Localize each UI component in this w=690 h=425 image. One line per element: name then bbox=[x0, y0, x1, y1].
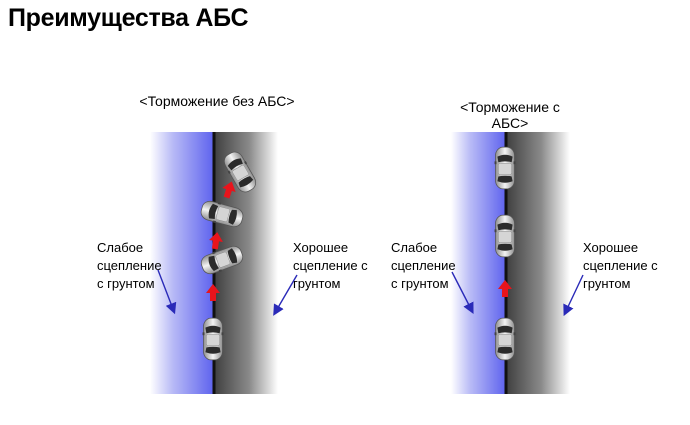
page-title: Преимущества АБС bbox=[8, 4, 249, 32]
road-divider bbox=[504, 132, 508, 394]
high-grip-label: Хорошее сцепление с грунтом bbox=[293, 240, 368, 291]
high-grip-label: Хорошее сцепление с грунтом bbox=[583, 240, 658, 291]
motion-arrow bbox=[498, 280, 512, 297]
low-grip-surface bbox=[451, 132, 506, 394]
high-grip-surface bbox=[214, 132, 278, 394]
car-mid bbox=[494, 214, 516, 258]
motion-arrow bbox=[219, 179, 239, 200]
car-rotated-top bbox=[220, 148, 260, 196]
road-divider bbox=[212, 132, 216, 394]
low-grip-label: Слабое сцепление с грунтом bbox=[97, 240, 162, 291]
motion-arrow bbox=[207, 231, 225, 250]
caption-with-abs: <Торможение с АБС> bbox=[460, 99, 560, 131]
car-skidding-mid bbox=[198, 198, 246, 230]
motion-arrow bbox=[206, 284, 220, 301]
car-start bbox=[494, 317, 516, 361]
caption-without-abs: <Торможение без АБС> bbox=[139, 93, 295, 109]
pointer-high-grip bbox=[563, 274, 584, 317]
car-start bbox=[202, 317, 224, 361]
low-grip-label: Слабое сцепление с грунтом bbox=[391, 240, 456, 291]
car-skidding-low bbox=[198, 242, 246, 278]
high-grip-surface bbox=[506, 132, 570, 394]
car-top bbox=[494, 146, 516, 190]
